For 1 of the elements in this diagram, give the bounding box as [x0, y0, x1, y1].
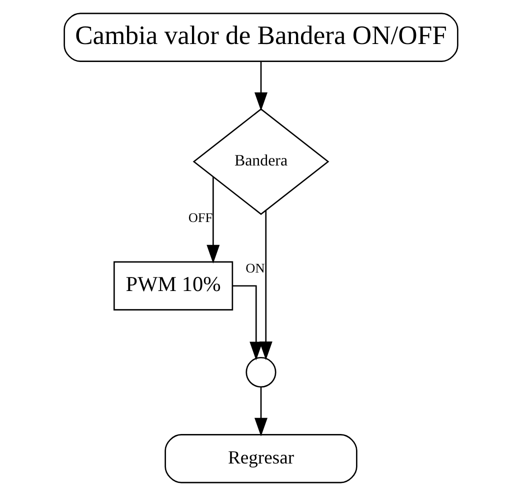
edge-label: ON — [246, 260, 265, 276]
